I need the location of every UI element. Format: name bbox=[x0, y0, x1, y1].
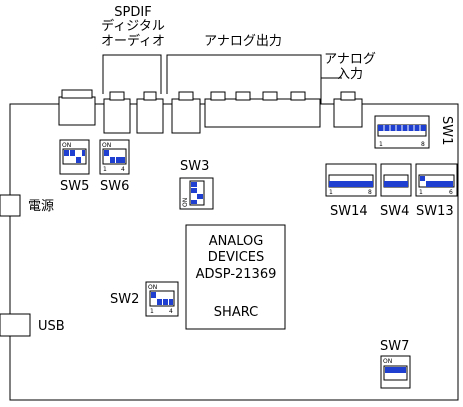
analog-in-label-line1: アナログ bbox=[324, 52, 376, 67]
spdif-bracket bbox=[102, 54, 162, 94]
sw14-pos-left: 1 bbox=[329, 189, 333, 196]
sw2-pos-right: 4 bbox=[169, 308, 173, 315]
spdif-label-line2: ディジタル bbox=[101, 18, 165, 34]
sw2-pos-left: 1 bbox=[150, 308, 154, 315]
spdif-label-line1: SPDIF bbox=[114, 5, 151, 20]
dsp-chip bbox=[185, 224, 286, 330]
analog-out-label: アナログ出力 bbox=[204, 34, 282, 49]
analog-in-connector bbox=[333, 91, 363, 128]
sw5-label: SW5 bbox=[60, 179, 89, 194]
sw2-dip-switch[interactable]: ON 1 4 bbox=[145, 281, 179, 317]
spdif-coax-connector bbox=[136, 91, 164, 134]
chip-line1: ANALOG bbox=[209, 234, 264, 249]
sw5-on-text: ON bbox=[62, 142, 71, 149]
analog-out-jack-1 bbox=[171, 91, 201, 134]
sw6-on-text: ON bbox=[102, 142, 111, 149]
analog-out-connector-block bbox=[204, 91, 321, 128]
power-label: 電源 bbox=[28, 199, 54, 214]
sw3-label: SW3 bbox=[180, 159, 209, 174]
sw1-pos-right: 8 bbox=[421, 141, 425, 148]
sw2-label: SW2 bbox=[110, 292, 139, 307]
sw6-pos-right: 4 bbox=[121, 166, 125, 173]
sw4-dip-switch[interactable] bbox=[380, 163, 412, 197]
sw1-label: SW1 bbox=[439, 116, 454, 145]
analog-out-bracket bbox=[166, 54, 322, 125]
power-connector bbox=[0, 194, 21, 217]
sw13-pos-left: 1 bbox=[419, 189, 423, 196]
sw7-on-text: ON bbox=[383, 358, 392, 365]
sw7-label: SW7 bbox=[380, 339, 409, 354]
sw13-pos-right: 6 bbox=[449, 189, 453, 196]
usb-label: USB bbox=[38, 319, 65, 334]
sw1-dip-switch[interactable]: 1 8 bbox=[374, 115, 430, 149]
sw2-on-text: ON bbox=[148, 284, 157, 291]
sw6-pos-left: 1 bbox=[103, 166, 107, 173]
sw3-dip-switch[interactable]: ON bbox=[179, 177, 214, 210]
sw7-dip-switch[interactable]: ON bbox=[380, 355, 411, 389]
sw13-dip-switch[interactable]: 1 6 bbox=[415, 163, 458, 197]
sw5-dip-switch[interactable]: ON bbox=[59, 139, 90, 175]
sw6-dip-switch[interactable]: ON 1 4 bbox=[99, 139, 130, 175]
usb-connector bbox=[0, 313, 31, 337]
connector-left-jack bbox=[58, 89, 96, 126]
sw4-label: SW4 bbox=[380, 204, 409, 219]
sw13-label: SW13 bbox=[416, 204, 454, 219]
chip-line3: ADSP-21369 bbox=[196, 267, 277, 282]
sw6-label: SW6 bbox=[100, 179, 129, 194]
sw14-pos-right: 8 bbox=[368, 189, 372, 196]
chip-line2: DEVICES bbox=[208, 250, 265, 265]
sw14-label: SW14 bbox=[330, 204, 368, 219]
sw14-dip-switch[interactable]: 1 8 bbox=[325, 163, 377, 197]
sw3-on-text: ON bbox=[182, 198, 189, 207]
sw1-pos-left: 1 bbox=[379, 141, 383, 148]
analog-in-label-line2: 入力 bbox=[337, 67, 363, 82]
chip-line4: SHARC bbox=[214, 305, 258, 320]
spdif-optical-connector bbox=[103, 91, 131, 134]
spdif-label-line3: オーディオ bbox=[101, 33, 165, 49]
